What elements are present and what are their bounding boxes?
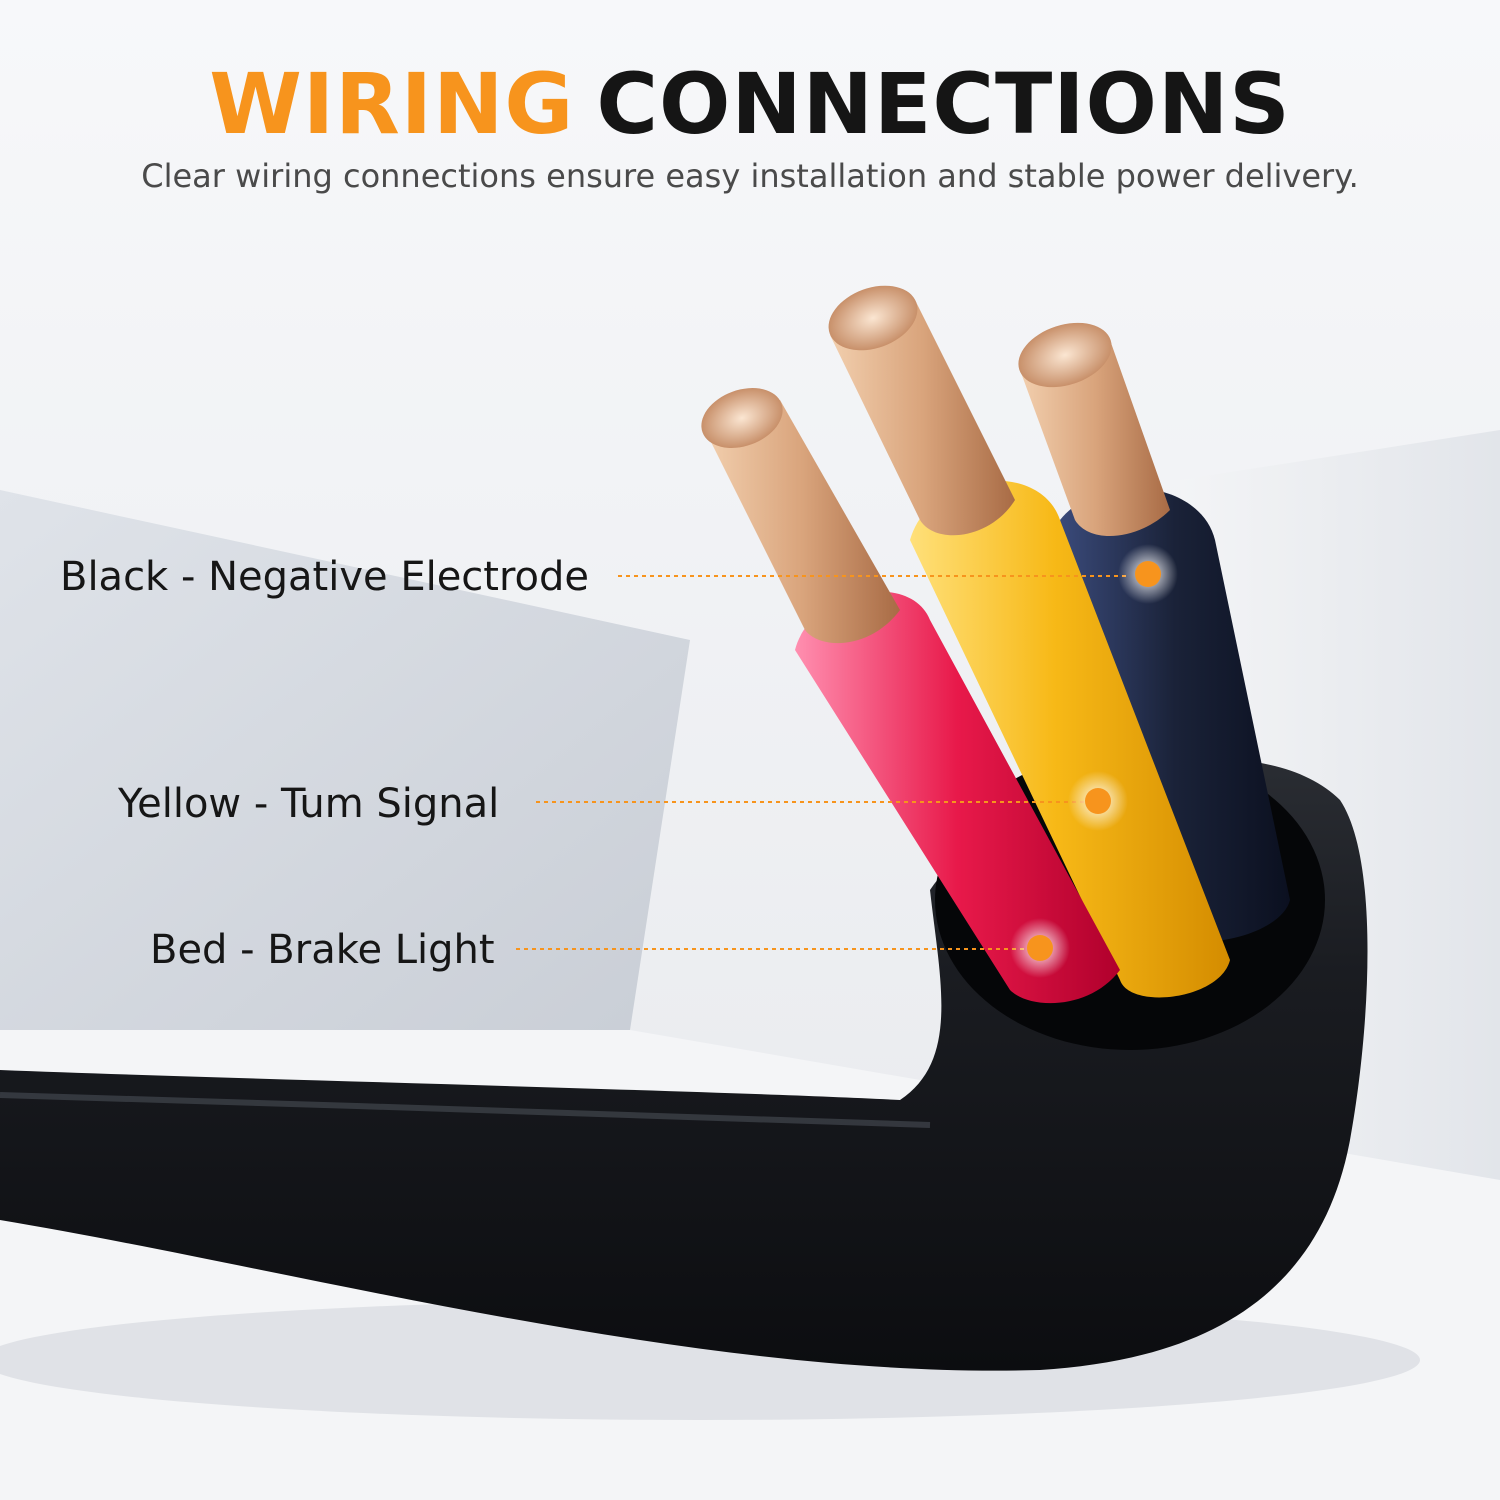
marker-dot-yellow	[1085, 788, 1111, 814]
wire-black	[1060, 487, 1290, 942]
callout-label-black: Black - Negative Electrode	[60, 554, 590, 600]
title-main: CONNECTIONS	[596, 55, 1291, 153]
wire-red	[795, 591, 1120, 1004]
copper-end-yellow	[828, 285, 918, 351]
title-accent: WIRING	[209, 55, 575, 153]
callout-label-yellow: Yellow - Tum Signal	[118, 781, 500, 827]
callout-label-red: Bed - Brake Light	[150, 927, 495, 973]
copper-end-black	[1018, 322, 1112, 388]
copper-strand-yellow	[830, 300, 1015, 536]
cable-highlight	[0, 1092, 931, 1128]
marker-dot-red	[1027, 935, 1053, 961]
page-subtitle: Clear wiring connections ensure easy ins…	[141, 157, 1359, 195]
copper-end-red	[701, 388, 783, 448]
wire-yellow	[910, 480, 1230, 998]
copper-strand-red	[705, 400, 900, 644]
marker-dot-black	[1135, 561, 1161, 587]
background-grey-block	[0, 490, 690, 1030]
copper-strand-black	[1020, 340, 1170, 537]
